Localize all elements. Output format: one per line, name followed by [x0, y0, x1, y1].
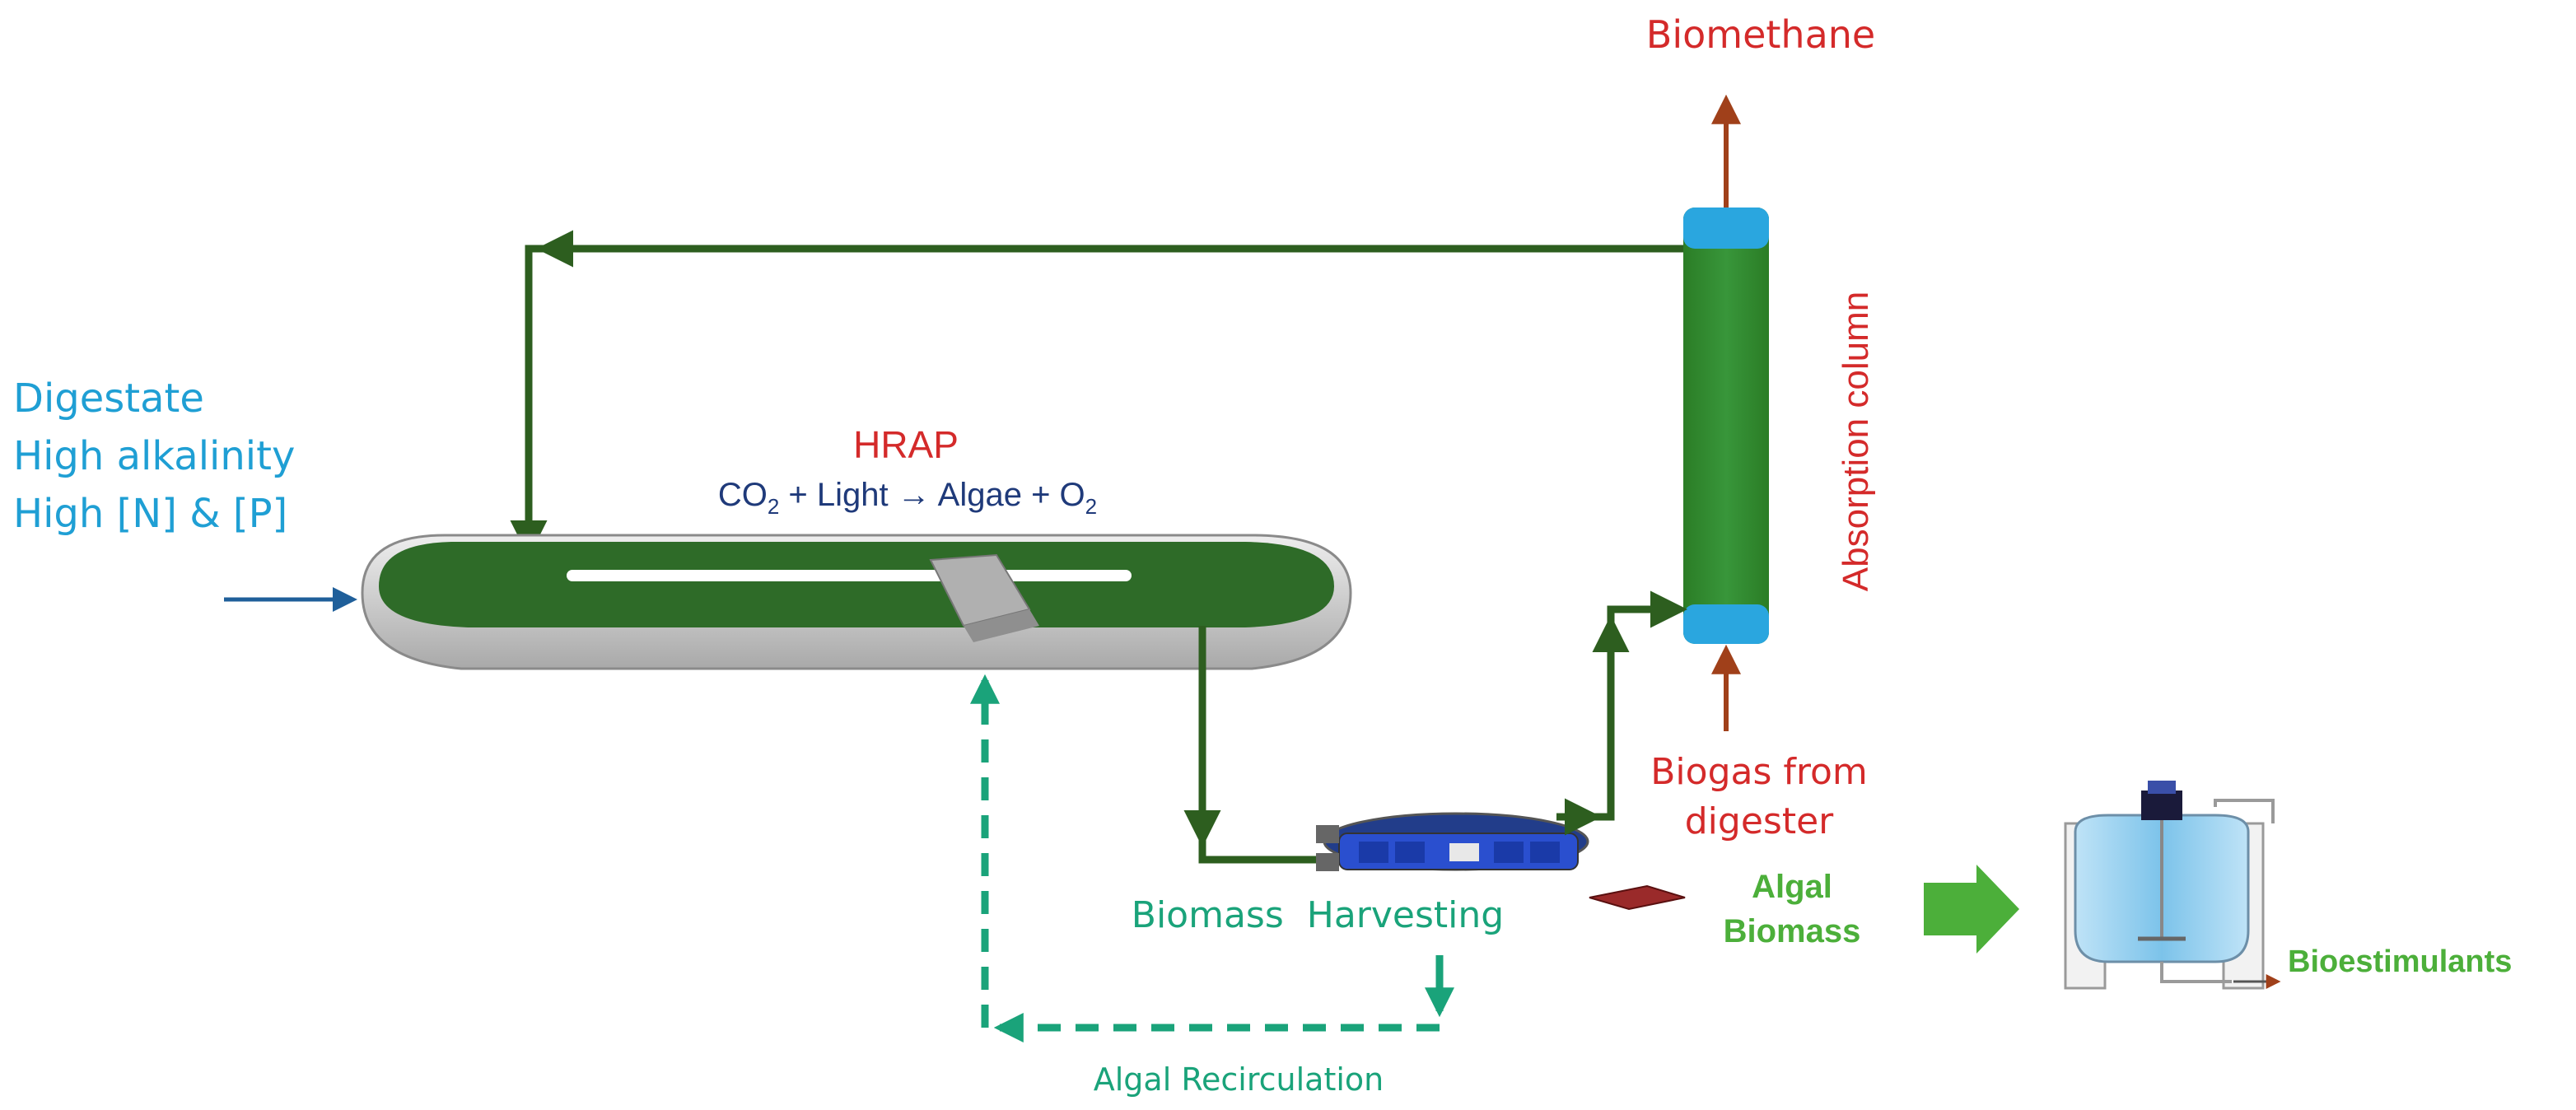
algal-biomass-label-line1: Algal [1752, 869, 1832, 905]
digestate-alkalinity-label: High alkalinity [13, 433, 295, 479]
bioreactor-tank [2064, 781, 2275, 990]
biogas-label-line2: digester [1685, 800, 1834, 842]
absorption-column [1683, 208, 1769, 644]
hrap-outlet-line [1198, 626, 1318, 864]
algal-recirculation-line [981, 700, 1440, 1032]
biomass-harvesting-label: Biomass Harvesting [1132, 894, 1504, 936]
equation-middle: + Light → Algae + O [779, 477, 1085, 513]
equation-subscript-2: 2 [1085, 494, 1097, 519]
algal-biomass-label-line2: Biomass [1724, 913, 1861, 949]
biomethane-label: Biomethane [1646, 12, 1875, 57]
digestate-label: Digestate [13, 375, 204, 422]
biogas-label-line1: Biogas from [1650, 751, 1868, 793]
hrap-pond [361, 534, 1352, 670]
equation-co: CO [718, 477, 768, 513]
absorption-column-label: Absorption column [1836, 291, 1876, 591]
algal-biomass-tray [1589, 884, 1686, 911]
digestate-nutrients-label: High [N] & [P] [13, 491, 287, 537]
hrap-equation: CO2 + Light → Algae + O2 [718, 477, 1097, 519]
algal-biomass-arrow [1924, 865, 2019, 954]
algal-recirculation-label: Algal Recirculation [1094, 1061, 1384, 1098]
hrap-title: HRAP [853, 423, 959, 466]
equation-subscript-1: 2 [768, 494, 779, 519]
bioestimulants-label: Bioestimulants [2288, 944, 2512, 979]
harvesting-unit [1316, 812, 1589, 871]
return-flow-line [525, 245, 1685, 543]
